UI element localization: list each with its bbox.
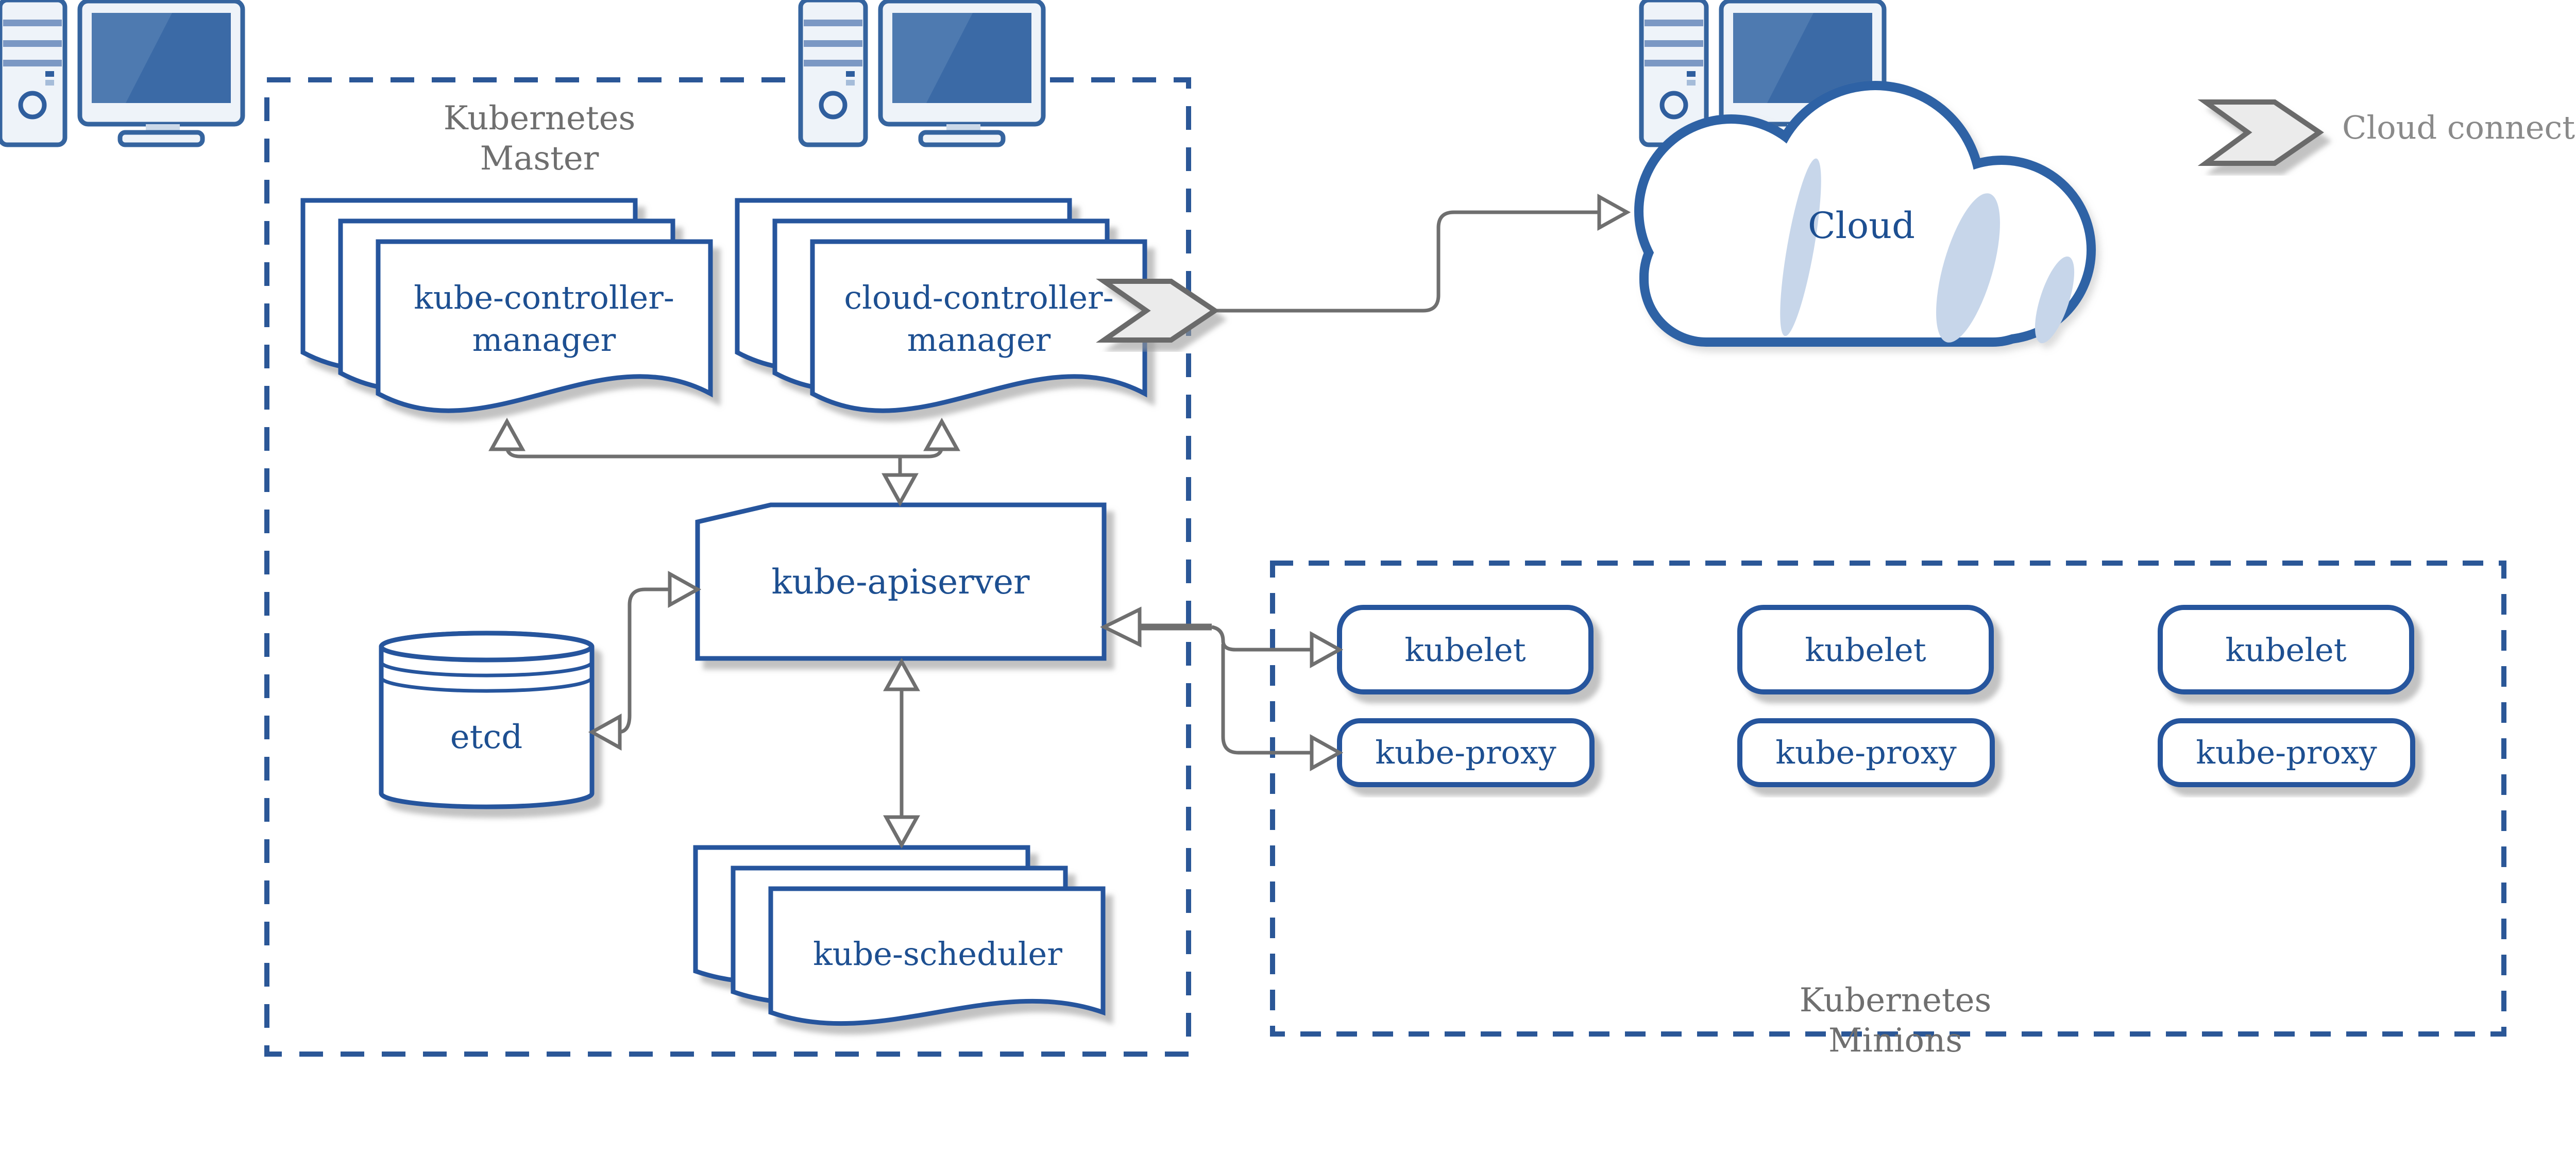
legend-cloud-connector-icon xyxy=(2197,99,2324,166)
etcd-cylinder-ring1 xyxy=(379,662,594,677)
cloud-streak xyxy=(1780,158,1821,336)
kubelet-box-3 xyxy=(2158,605,2414,694)
computer-icon xyxy=(0,0,245,147)
tower-led xyxy=(45,80,54,86)
kubelet-box-2 xyxy=(1737,605,1994,694)
cloud-streak xyxy=(1936,193,2000,343)
cloud-streak xyxy=(2035,256,2075,344)
monitor-base xyxy=(117,130,205,147)
apiserver-kubelet-connector xyxy=(1211,625,1312,652)
cloud-node xyxy=(1634,81,2096,347)
arrowhead-up-apiserver-bottom xyxy=(883,657,920,691)
etcd-cylinder-ring2 xyxy=(379,677,594,693)
tower-led xyxy=(45,71,54,77)
kubernetes-master-group-box xyxy=(264,77,1191,1057)
kubernetes-minions-group-box xyxy=(1270,561,2506,1037)
tower-stripe xyxy=(3,20,62,26)
kube-proxy-label-1: kube-proxy xyxy=(1375,734,1556,771)
cloud-label: Cloud xyxy=(1808,205,1915,247)
kube-controller-manager-label-line1: kube-controller- xyxy=(414,279,674,316)
minions-title-line2: Minions xyxy=(1828,1022,1962,1060)
etcd-cylinder-top xyxy=(379,631,594,663)
tower-stripe xyxy=(3,60,62,66)
tower-power-button xyxy=(18,91,47,120)
arrowheads xyxy=(488,194,1631,849)
kube-apiserver-label: kube-apiserver xyxy=(771,562,1030,602)
kubelet-label-1: kubelet xyxy=(1404,631,1526,669)
etcd-node xyxy=(379,631,595,809)
arrowhead-right-cloud xyxy=(1597,194,1631,231)
cloud-streaks xyxy=(1780,158,2075,344)
kube-scheduler-label: kube-scheduler xyxy=(813,935,1062,973)
apiserver-kubeproxy-connector xyxy=(1221,644,1312,755)
kube-apiserver-node xyxy=(695,502,1107,661)
kubelet-label-3: kubelet xyxy=(2225,631,2346,669)
cloud-controller-manager-label-line2: manager xyxy=(907,321,1051,359)
kube-proxy-label-2: kube-proxy xyxy=(1775,734,1956,771)
kube-proxy-label-3: kube-proxy xyxy=(2196,734,2377,771)
legend-cloud-connector-label: Cloud connector xyxy=(2342,109,2576,146)
cloud-connector-chevron-icon xyxy=(1096,279,1219,343)
cloud-controller-manager-node xyxy=(735,198,1147,413)
arrowhead-left-apiserver-right xyxy=(1100,606,1142,648)
apiserver-etcd-connector xyxy=(618,587,670,734)
ccm-cloud-connector xyxy=(1215,210,1600,313)
controller-managers-connector xyxy=(505,446,944,459)
arrowhead-right-apiserver-left xyxy=(668,571,702,608)
kubelet-label-2: kubelet xyxy=(1805,631,1926,669)
kube-proxy-box-3 xyxy=(2158,718,2415,787)
computer-tower xyxy=(0,0,67,147)
screen-highlight xyxy=(92,13,172,103)
cloud-controller-manager-label-line1: cloud-controller- xyxy=(844,279,1113,316)
arrowhead-right-kubeproxy xyxy=(1310,734,1344,771)
computer-icon-2 xyxy=(801,0,1043,145)
arrowhead-right-kubelet xyxy=(1310,631,1344,668)
kube-controller-manager-label-line2: manager xyxy=(472,321,616,359)
arrowhead-down-scheduler xyxy=(883,815,920,849)
tower-stripe xyxy=(3,40,62,47)
kube-proxy-box-2 xyxy=(1737,718,1995,787)
connectors xyxy=(505,210,1600,817)
arrowhead-left-etcd xyxy=(588,714,622,751)
master-title-line1: Kubernetes xyxy=(444,99,636,138)
kube-controller-manager-flag-front xyxy=(376,239,713,413)
kube-scheduler-node xyxy=(693,845,1106,1026)
kube-scheduler-flag-front xyxy=(768,886,1106,1026)
arrowhead-up-ccm xyxy=(923,417,960,451)
etcd-label: etcd xyxy=(450,718,522,756)
kube-controller-manager-node xyxy=(300,198,713,413)
cloud-controller-manager-flag-front xyxy=(810,239,1147,413)
master-title-line2: Master xyxy=(480,140,599,178)
arrowhead-down-apiserver xyxy=(882,473,919,507)
arrowhead-up-kcm xyxy=(488,417,526,451)
minions-title-line1: Kubernetes xyxy=(1800,981,1992,1020)
